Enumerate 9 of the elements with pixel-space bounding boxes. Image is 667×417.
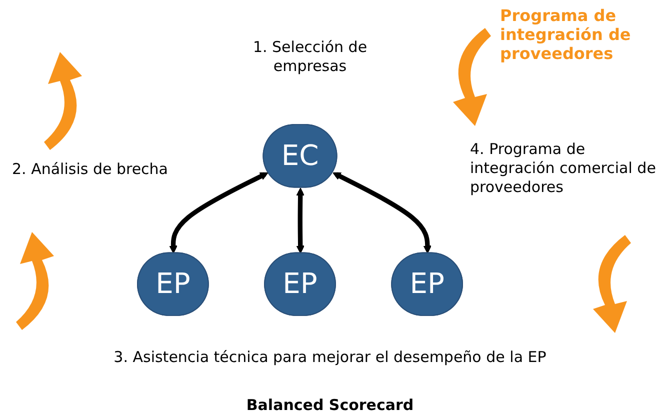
step-label: 3. Asistencia técnica para mejorar el desempeño de la EP	[112, 348, 548, 367]
arrow	[332, 172, 432, 254]
caption: Balanced Scorecard	[245, 396, 415, 415]
step-label: 2. Análisis de brecha	[12, 160, 169, 179]
step-label: 1. Selección de empresas	[252, 38, 368, 76]
diagram-title: Programa de integración de proveedores	[500, 6, 632, 63]
arrow	[296, 188, 304, 254]
arrow	[169, 172, 268, 254]
step-label: 4. Programa de integración comercial de proveedores	[470, 140, 657, 197]
